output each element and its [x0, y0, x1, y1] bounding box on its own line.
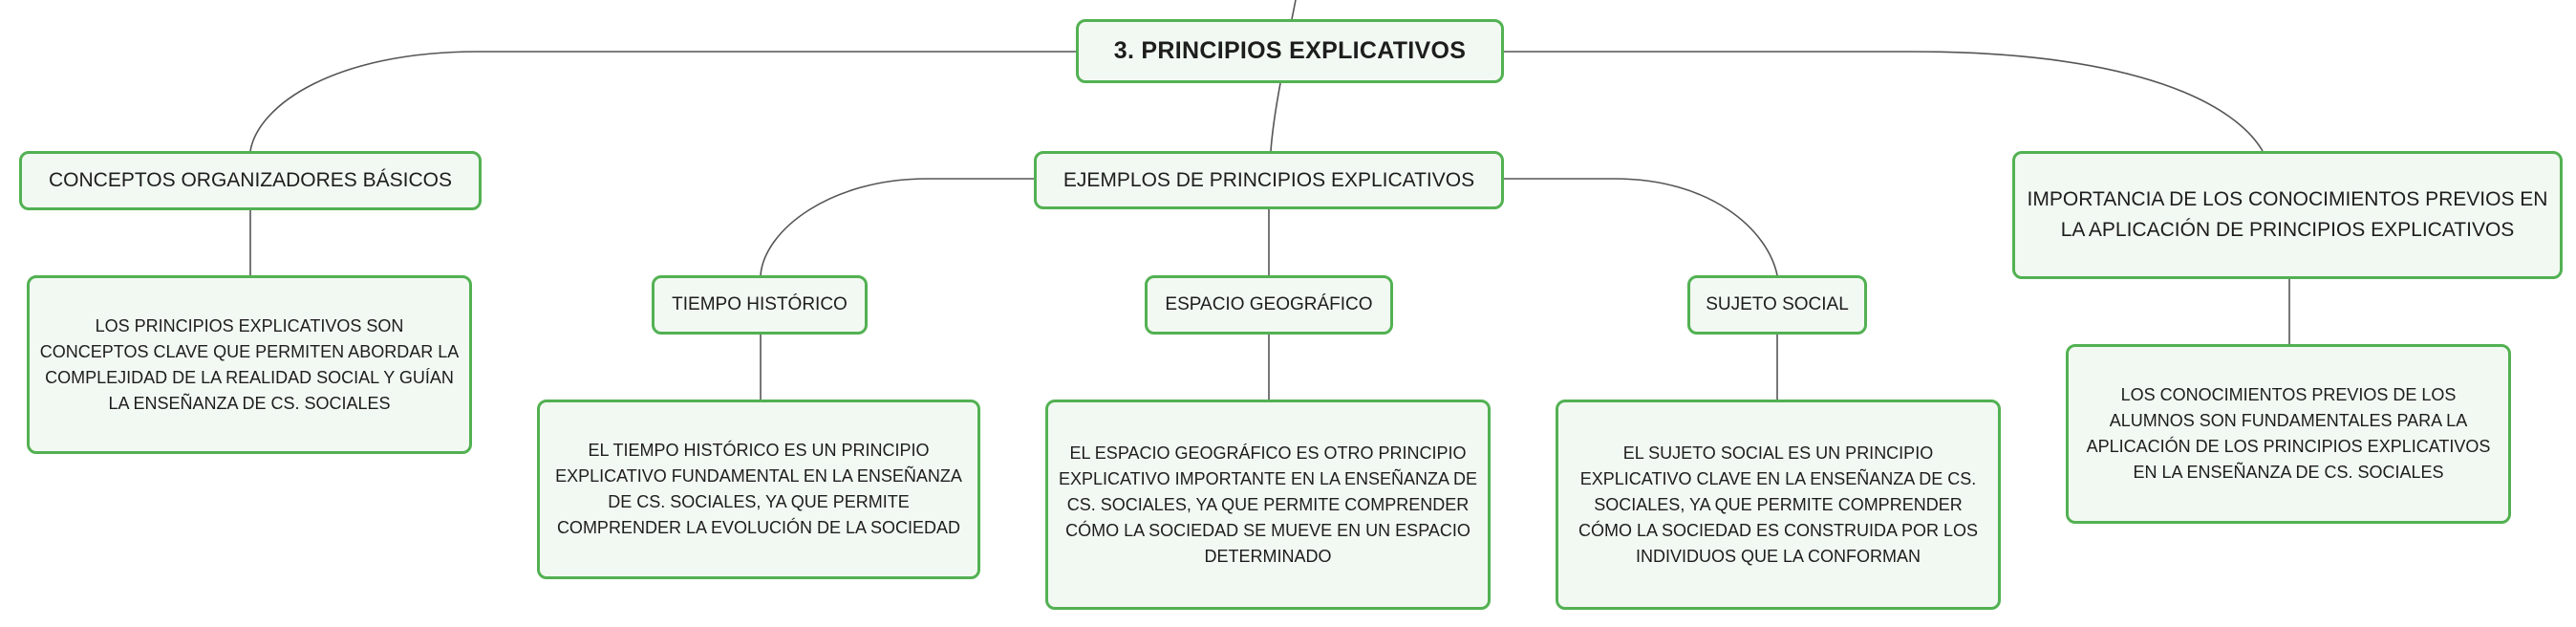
- tiempo-title: TIEMPO HISTÓRICO: [672, 294, 848, 314]
- conceptos-title: CONCEPTOS ORGANIZADORES BÁSICOS: [48, 169, 453, 191]
- node-sujeto-social[interactable]: SUJETO SOCIAL: [1687, 275, 1867, 335]
- node-espacio-geografico[interactable]: ESPACIO GEOGRÁFICO: [1145, 275, 1393, 335]
- importancia-desc-text: LOS CONOCIMIENTOS PREVIOS DE LOS ALUMNOS…: [2086, 385, 2491, 482]
- node-importancia-desc[interactable]: LOS CONOCIMIENTOS PREVIOS DE LOS ALUMNOS…: [2066, 344, 2511, 524]
- sujeto-title: SUJETO SOCIAL: [1706, 294, 1849, 314]
- node-importancia[interactable]: IMPORTANCIA DE LOS CONOCIMIENTOS PREVIOS…: [2012, 151, 2563, 279]
- connector-root-ejemplos: [1270, 82, 1281, 152]
- tiempo-desc-text: EL TIEMPO HISTÓRICO ES UN PRINCIPIO EXPL…: [555, 441, 962, 537]
- espacio-title: ESPACIO GEOGRÁFICO: [1165, 294, 1373, 314]
- connector-ejemplos-tiempo: [760, 178, 1034, 276]
- node-tiempo-desc[interactable]: EL TIEMPO HISTÓRICO ES UN PRINCIPIO EXPL…: [537, 400, 980, 579]
- node-conceptos-organizadores[interactable]: CONCEPTOS ORGANIZADORES BÁSICOS: [19, 151, 482, 210]
- node-sujeto-desc[interactable]: EL SUJETO SOCIAL ES UN PRINCIPIO EXPLICA…: [1556, 400, 2001, 610]
- node-tiempo-historico[interactable]: TIEMPO HISTÓRICO: [652, 275, 868, 335]
- root-title: 3. PRINCIPIOS EXPLICATIVOS: [1113, 37, 1467, 64]
- node-conceptos-desc[interactable]: LOS PRINCIPIOS EXPLICATIVOS SON CONCEPTO…: [27, 275, 472, 454]
- node-espacio-desc[interactable]: EL ESPACIO GEOGRÁFICO ES OTRO PRINCIPIO …: [1045, 400, 1491, 610]
- importancia-title: IMPORTANCIA DE LOS CONOCIMIENTOS PREVIOS…: [2027, 188, 2548, 241]
- connector-root-importancia: [1504, 51, 2264, 152]
- sujeto-desc-text: EL SUJETO SOCIAL ES UN PRINCIPIO EXPLICA…: [1578, 443, 1979, 566]
- espacio-desc-text: EL ESPACIO GEOGRÁFICO ES OTRO PRINCIPIO …: [1058, 443, 1478, 566]
- connector-root-conceptos: [249, 51, 1076, 152]
- ejemplos-title: EJEMPLOS DE PRINCIPIOS EXPLICATIVOS: [1063, 168, 1475, 191]
- conceptos-desc-text: LOS PRINCIPIOS EXPLICATIVOS SON CONCEPTO…: [39, 315, 460, 413]
- node-ejemplos[interactable]: EJEMPLOS DE PRINCIPIOS EXPLICATIVOS: [1034, 151, 1504, 209]
- connector-root-incoming: [1291, 0, 1297, 20]
- connector-ejemplos-sujeto: [1504, 178, 1778, 276]
- root-node[interactable]: 3. PRINCIPIOS EXPLICATIVOS: [1076, 19, 1504, 83]
